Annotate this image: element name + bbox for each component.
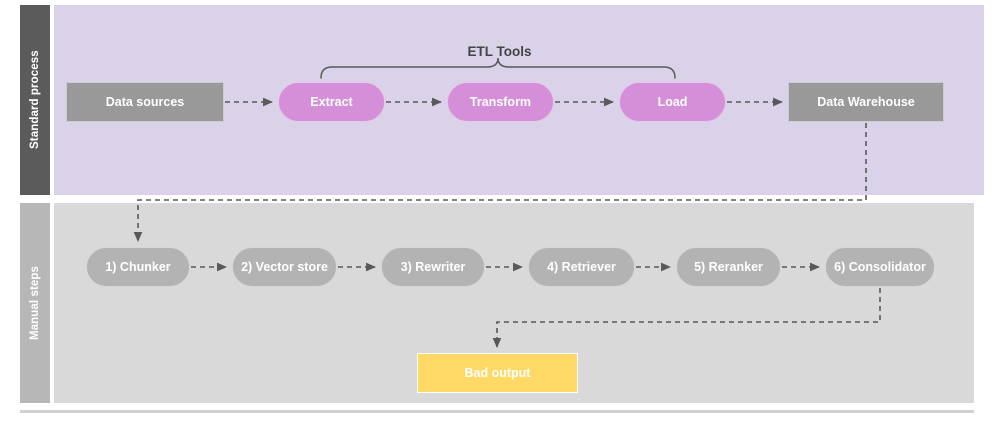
node-reranker[interactable]: 5) Reranker <box>676 247 781 287</box>
node-vector-store[interactable]: 2) Vector store <box>232 247 337 287</box>
node-consolidator[interactable]: 6) Consolidator <box>825 247 935 287</box>
node-transform-label: Transform <box>469 94 532 109</box>
lane-standard-process-tab: Standard process <box>20 5 50 195</box>
node-chunker[interactable]: 1) Chunker <box>86 247 190 287</box>
node-bad-output-label: Bad output <box>464 365 531 380</box>
node-consolidator-label: 6) Consolidator <box>834 259 926 274</box>
node-vector-store-label: 2) Vector store <box>241 259 328 274</box>
node-transform[interactable]: Transform <box>447 82 554 122</box>
etl-tools-label-wrap: ETL Tools <box>0 44 1003 59</box>
node-rewriter[interactable]: 3) Rewriter <box>381 247 485 287</box>
lane-manual-steps-tab: Manual steps <box>20 203 50 403</box>
node-data-sources-label: Data sources <box>105 94 185 109</box>
node-extract-label: Extract <box>310 94 353 109</box>
node-chunker-label: 1) Chunker <box>105 259 171 274</box>
node-retriever[interactable]: 4) Retriever <box>528 247 635 287</box>
node-load[interactable]: Load <box>619 82 726 122</box>
node-reranker-label: 5) Reranker <box>694 259 763 274</box>
node-bad-output[interactable]: Bad output <box>417 353 578 393</box>
bottom-divider <box>20 410 974 413</box>
node-extract[interactable]: Extract <box>278 82 385 122</box>
node-retriever-label: 4) Retriever <box>547 259 616 274</box>
etl-tools-label: ETL Tools <box>467 44 532 59</box>
node-rewriter-label: 3) Rewriter <box>400 259 466 274</box>
node-data-warehouse[interactable]: Data Warehouse <box>788 82 944 122</box>
node-load-label: Load <box>657 94 688 109</box>
lane-manual-steps-label: Manual steps <box>29 265 41 341</box>
node-data-warehouse-label: Data Warehouse <box>817 94 915 109</box>
node-data-sources[interactable]: Data sources <box>66 82 224 122</box>
lane-standard-process-label: Standard process <box>29 50 41 150</box>
